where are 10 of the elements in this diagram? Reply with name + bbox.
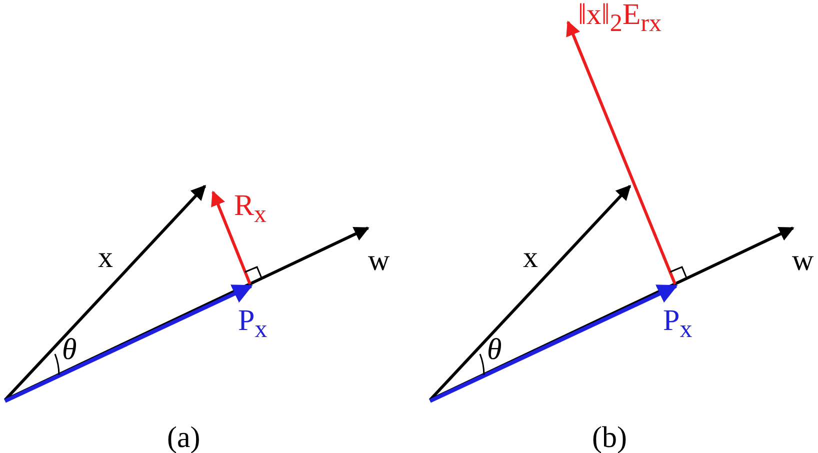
- vector-label: ‖x‖$_{2}$E$_{rx}$: [578, 0, 662, 36]
- vector-label: R$_{x}$: [234, 191, 267, 227]
- vector-label: P$_{x}$: [238, 306, 268, 342]
- angle-label: θ: [62, 335, 77, 365]
- vector-label: w: [368, 246, 390, 276]
- vector-label: P$_{x}$: [663, 306, 692, 342]
- vector-label: w: [792, 246, 814, 276]
- vector-label: x: [98, 243, 113, 273]
- vector-label: x: [523, 243, 538, 273]
- angle-label: θ: [487, 335, 502, 365]
